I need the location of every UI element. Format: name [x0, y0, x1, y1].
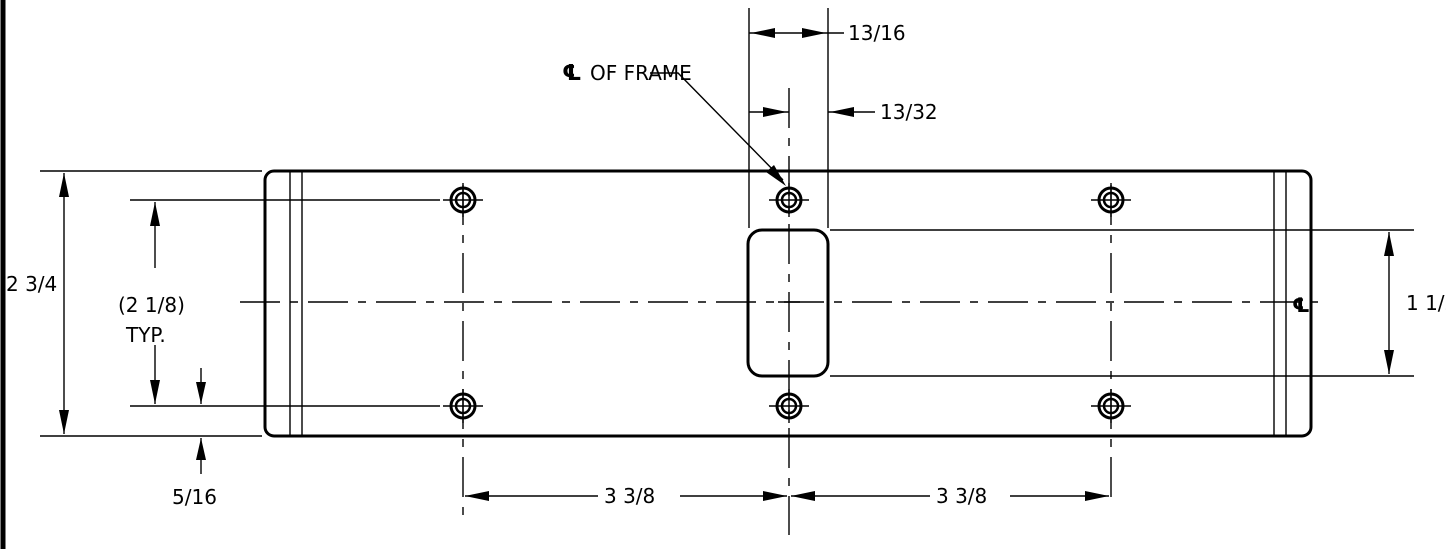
arrow-3-3-8-left-start — [465, 491, 489, 501]
cl-of-frame-leader-arrow — [766, 165, 786, 186]
dim-label-1-1-2: 1 1/2 — [1406, 291, 1446, 315]
dim-label-2-3-4: 2 3/4 — [6, 272, 57, 296]
arrow-1-1-2-top — [1384, 232, 1394, 256]
arrow-5-16-lower — [196, 438, 206, 460]
cl-of-frame-symbol: ℄ — [562, 61, 582, 86]
mounting-hole-top-left — [443, 183, 483, 217]
dim-label-3-3-8-left: 3 3/8 — [604, 484, 655, 508]
dim-label-3-3-8-right: 3 3/8 — [936, 484, 987, 508]
arrow-13-16-left — [751, 28, 775, 38]
dim-label-typ: TYP. — [125, 323, 166, 347]
arrow-2-3-4-bottom — [59, 410, 69, 434]
mounting-hole-bottom-left — [443, 389, 483, 423]
plate-outline — [263, 169, 1313, 438]
dim-label-13-32: 13/32 — [880, 100, 938, 124]
center-slot — [746, 228, 830, 378]
mounting-hole-top-middle — [769, 183, 809, 217]
dim-label-2-1-8: (2 1/8) — [118, 293, 185, 317]
arrow-1-1-2-bottom — [1384, 350, 1394, 374]
dim-label-13-16: 13/16 — [848, 21, 906, 45]
arrow-3-3-8-right-start — [791, 491, 815, 501]
arrow-13-16-right — [802, 28, 826, 38]
arrow-2-3-4-top — [59, 173, 69, 197]
arrow-2-1-8-top — [150, 202, 160, 226]
arrow-2-1-8-bottom — [150, 380, 160, 404]
mounting-hole-bottom-right — [1091, 389, 1131, 423]
mounting-hole-top-right — [1091, 183, 1131, 217]
dim-label-5-16: 5/16 — [172, 485, 217, 509]
arrow-13-32-left — [763, 107, 787, 117]
arrow-3-3-8-left-end — [763, 491, 787, 501]
cl-right-symbol: ℄ — [1292, 293, 1310, 317]
arrow-3-3-8-right-end — [1085, 491, 1109, 501]
arrow-13-32-right — [830, 107, 854, 117]
mounting-hole-bottom-middle — [769, 389, 809, 423]
arrow-5-16-upper — [196, 382, 206, 404]
cl-of-frame-leader — [650, 72, 784, 181]
